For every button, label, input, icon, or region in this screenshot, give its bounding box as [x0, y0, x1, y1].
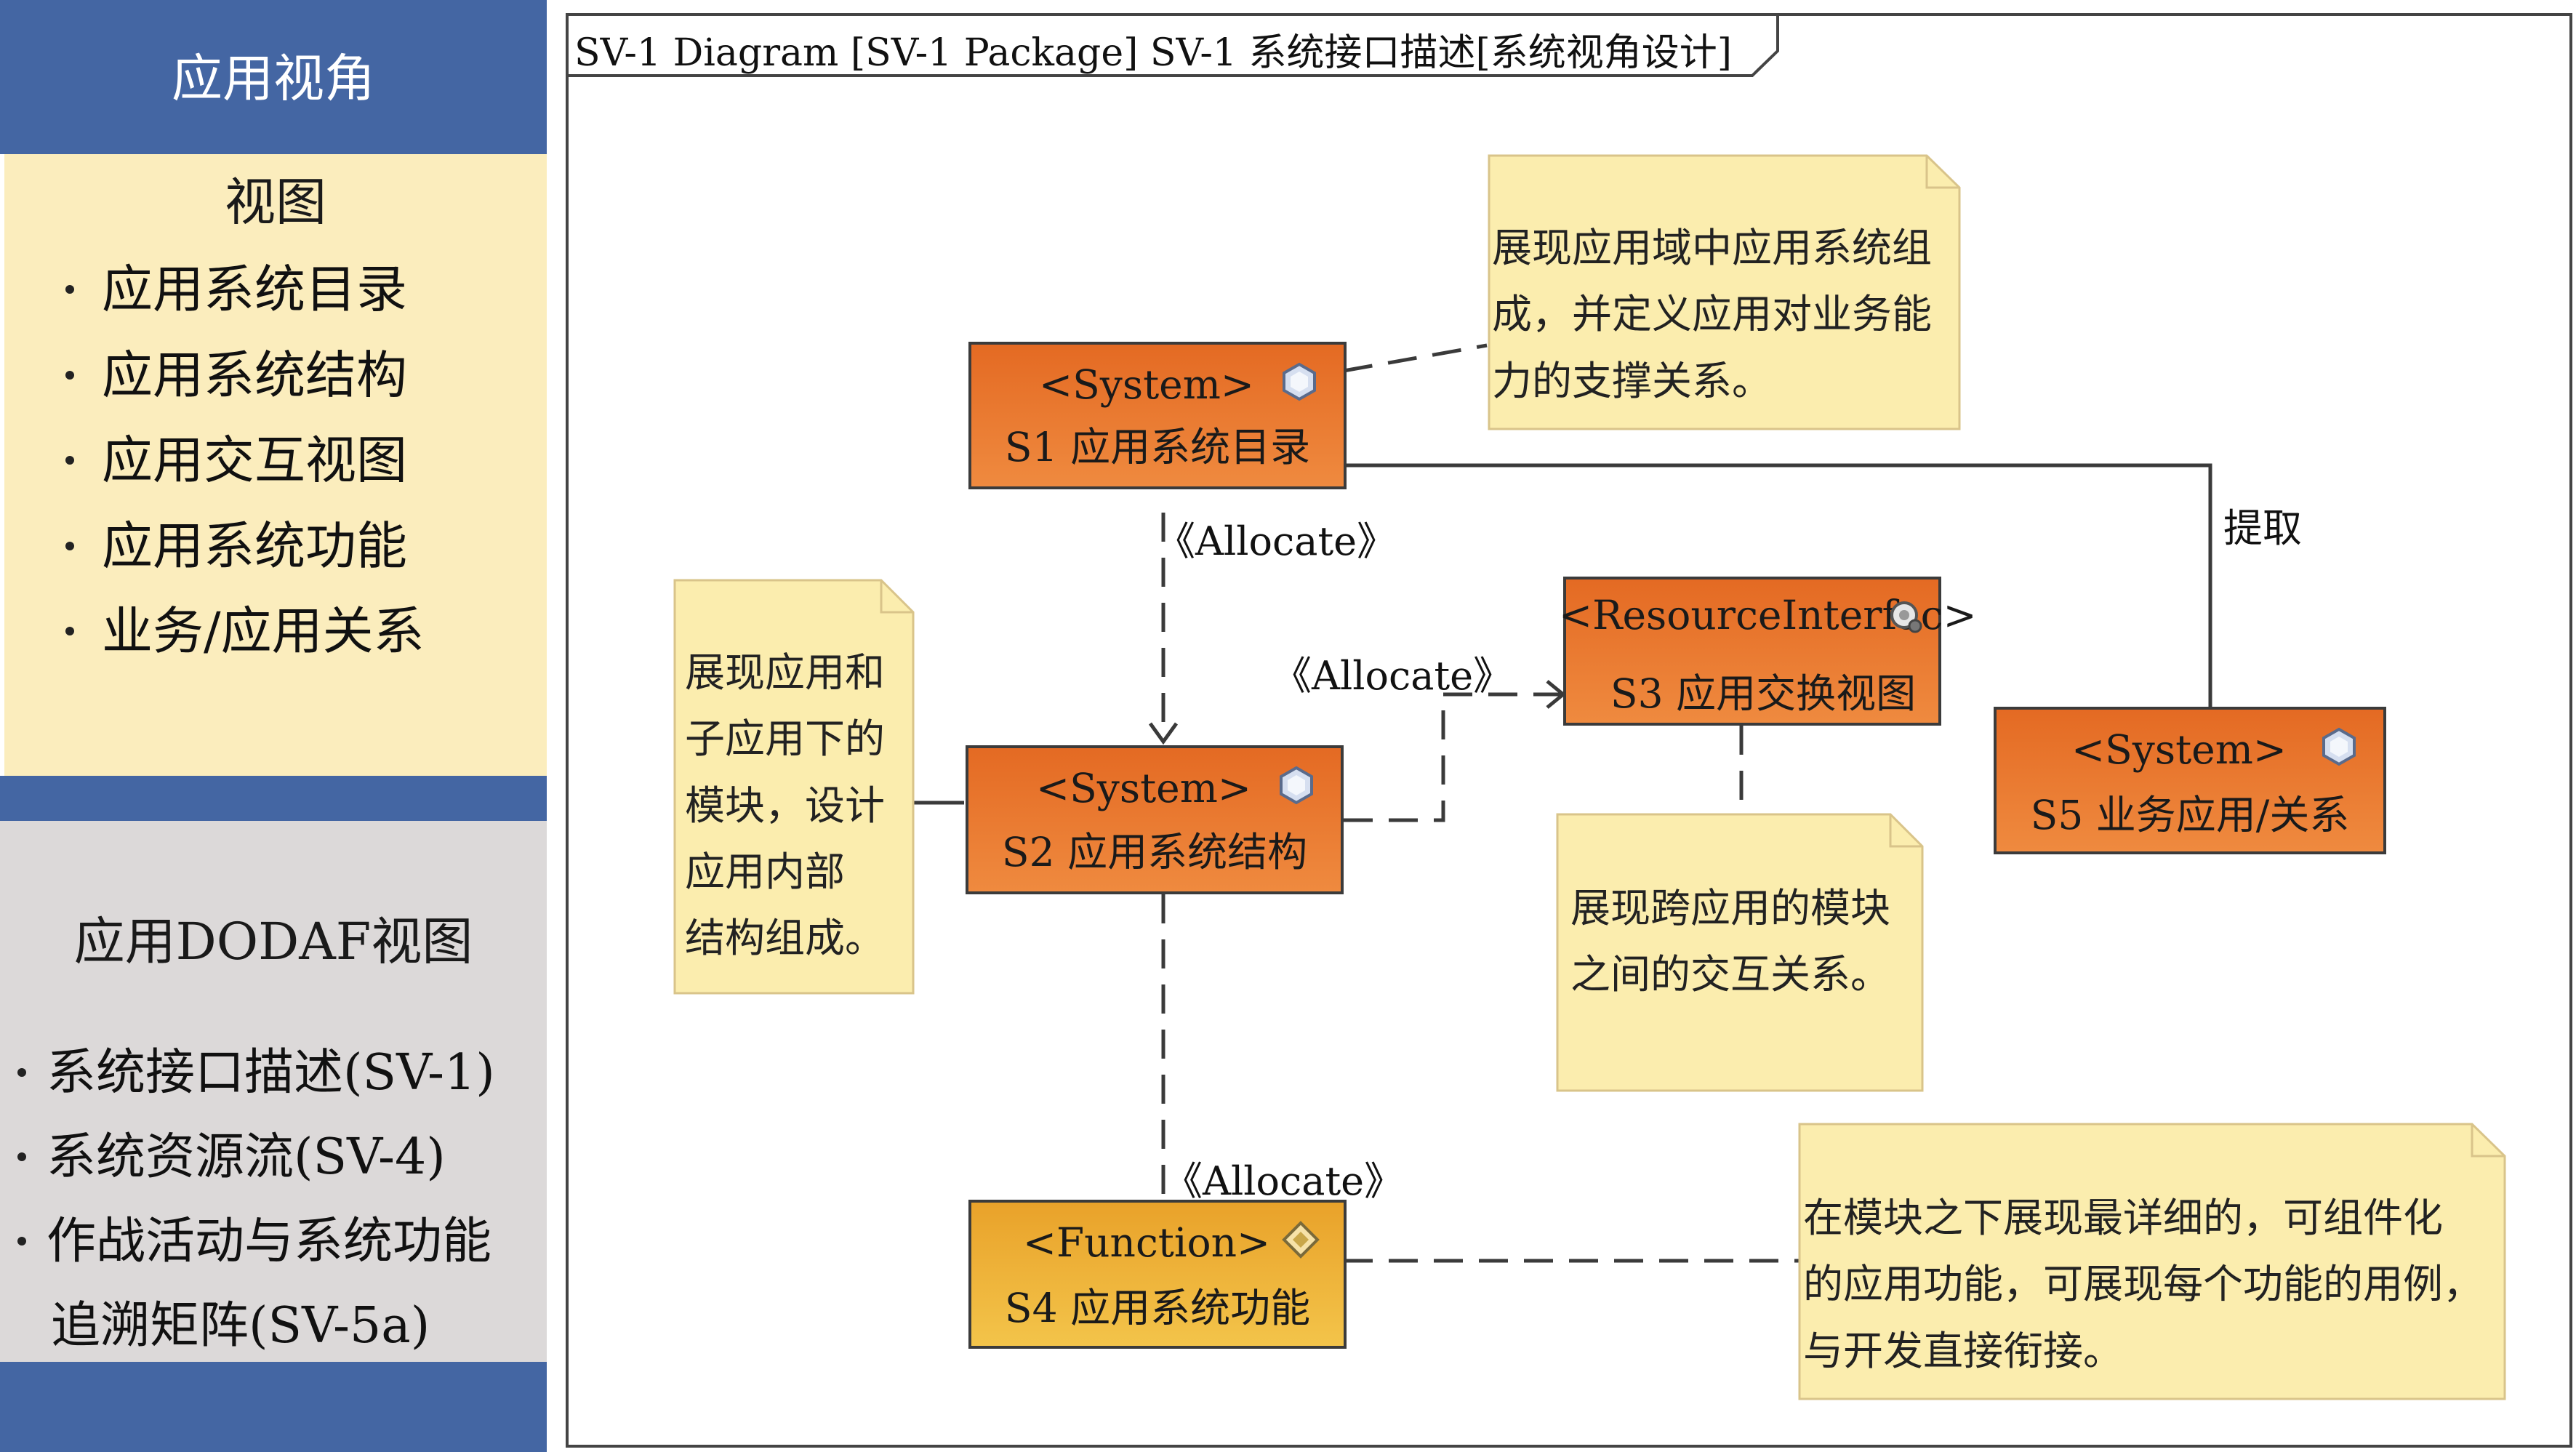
bullet-icon	[65, 371, 74, 380]
views-item: 应用系统结构	[65, 334, 407, 408]
views-item: 应用系统目录	[65, 249, 407, 322]
extract-s1-s5	[1344, 463, 2212, 707]
system-hexagon-icon	[1283, 362, 1316, 401]
note-n3: 展现跨应用的模块 之间的交互关系。	[1570, 885, 1891, 998]
bullet-icon	[65, 542, 74, 550]
bullet-icon	[17, 1236, 26, 1246]
block-s3-name: S3 应用交换视图	[1610, 670, 1917, 717]
note-n3-shape	[1556, 813, 1924, 1092]
panel-header-title: 应用视角	[172, 49, 375, 108]
block-s1[interactable]: <System> S1 应用系统目录	[968, 342, 1347, 489]
dodaf-title: 应用DODAF视图	[73, 912, 473, 971]
panel-divider	[0, 776, 547, 821]
views-item: 应用交互视图	[65, 420, 407, 493]
dodaf-item-continued: 追溯矩阵(SV-5a)	[51, 1297, 430, 1355]
arrowhead-s2	[1148, 722, 1179, 745]
dodaf-item: 系统接口描述(SV-1)	[17, 1032, 495, 1104]
block-s4-name: S4 应用系统功能	[1004, 1285, 1311, 1331]
allocate-label-s2-s3: 《Allocate》	[1272, 653, 1513, 699]
dodaf-item: 作战活动与系统功能	[17, 1200, 491, 1272]
note-n1-shape	[1488, 154, 1961, 430]
frame-title: SV-1 Diagram [SV-1 Package] SV-1 系统接口描述[…	[574, 31, 1733, 75]
block-s4-stereotype: <Function>	[1022, 1219, 1271, 1266]
views-title: 视图	[225, 172, 326, 232]
panel-header: 应用视角	[0, 0, 547, 154]
bullet-icon	[65, 456, 74, 465]
block-s4[interactable]: <Function> S4 应用系统功能	[968, 1200, 1347, 1349]
function-diamond-icon	[1282, 1221, 1320, 1259]
block-s5-stereotype: <System>	[2071, 726, 2287, 773]
note-n1: 展现应用域中应用系统组 成，并定义应用对业务能 力的支撑关系。	[1492, 225, 1933, 404]
system-hexagon-icon	[2322, 727, 2356, 766]
block-s2[interactable]: <System> S2 应用系统结构	[966, 745, 1344, 894]
bullet-icon	[17, 1152, 26, 1161]
block-s5[interactable]: <System> S5 业务应用/关系	[1994, 707, 2386, 854]
views-section: 视图 应用系统目录 应用系统结构 应用交互视图 应用系统功能 业务/应用关系	[4, 154, 547, 776]
note-n2: 展现应用和 子应用下的 模块，设计 应用内部 结构组成。	[685, 649, 886, 962]
block-s5-name: S5 业务应用/关系	[2030, 792, 2350, 838]
note-n2-shape	[673, 579, 915, 995]
note-n4-shape	[1798, 1123, 2506, 1400]
extract-label: 提取	[2223, 505, 2302, 551]
block-s2-stereotype: <System>	[1036, 765, 1251, 811]
block-s1-name: S1 应用系统目录	[1004, 424, 1311, 470]
bullet-icon	[17, 1067, 26, 1077]
bullet-icon	[65, 627, 74, 635]
bullet-icon	[65, 285, 74, 294]
allocate-label-s1-s2: 《Allocate》	[1156, 518, 1397, 564]
note-anchor-n1	[1343, 343, 1488, 373]
allocate-s2-s3	[1344, 692, 1563, 822]
block-s3[interactable]: <ResourceInterfac> S3 应用交换视图	[1559, 577, 1977, 726]
allocate-label-s2-s4: 《Allocate》	[1163, 1158, 1404, 1204]
block-s1-stereotype: <System>	[1039, 361, 1254, 408]
panel-footer	[0, 1362, 547, 1452]
views-item: 业务/应用关系	[65, 590, 425, 664]
dodaf-section: 应用DODAF视图 系统接口描述(SV-1) 系统资源流(SV-4) 作战活动与…	[0, 821, 547, 1362]
dodaf-item: 系统资源流(SV-4)	[17, 1116, 446, 1188]
block-s2-name: S2 应用系统结构	[1001, 829, 1308, 875]
interface-gear-icon	[1890, 601, 1922, 633]
note-n4: 在模块之下展现最详细的，可组件化 的应用功能，可展现每个功能的用例， 与开发直接…	[1803, 1195, 2484, 1374]
views-item: 应用系统功能	[65, 505, 407, 579]
system-hexagon-icon	[1280, 766, 1313, 805]
block-s3-stereotype: <ResourceInterfac>	[1559, 592, 1977, 638]
